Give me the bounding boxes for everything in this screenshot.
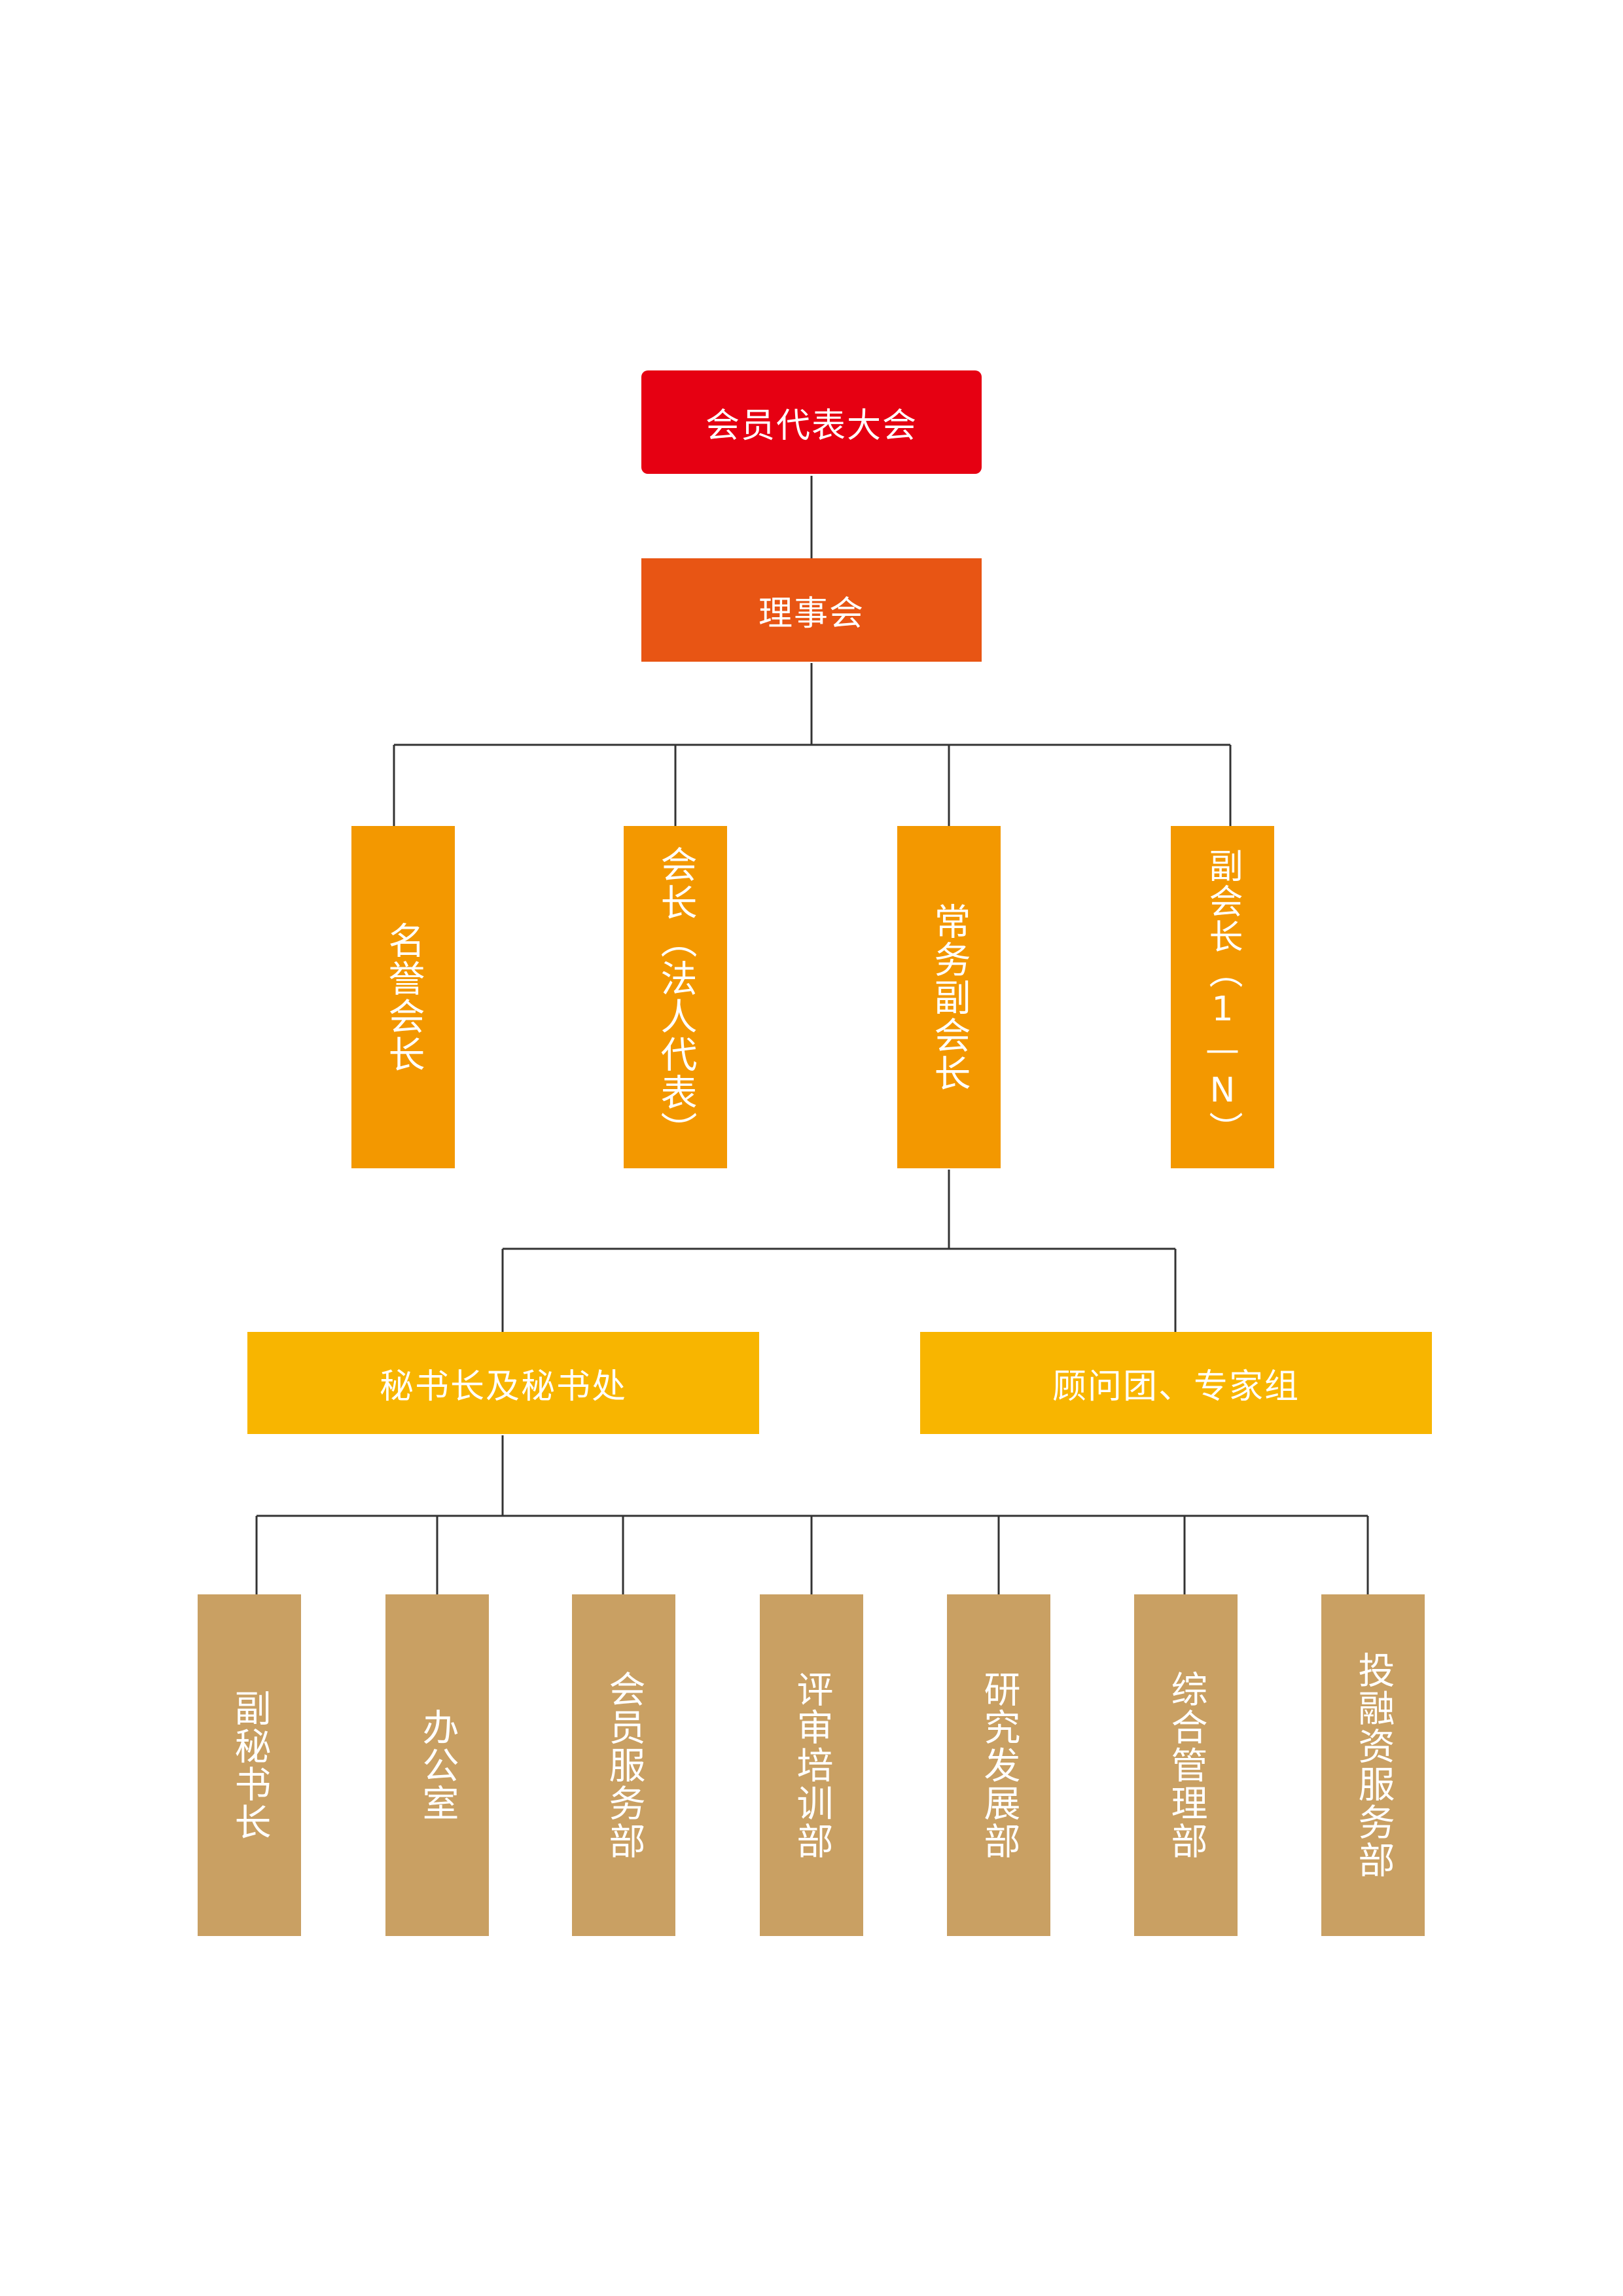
vice-president-box: 副会长（1—N） [1171, 826, 1274, 1168]
council-box: 理事会 [641, 558, 982, 662]
vice-president-label: 副会长（1—N） [1203, 848, 1242, 1147]
general-assembly-box: 会员代表大会 [641, 370, 982, 474]
secretariat-box: 秘书长及秘书处 [247, 1332, 759, 1434]
member-services-box: 会员服务部 [572, 1594, 675, 1936]
deputy-secretary-general-box: 副秘书长 [198, 1594, 301, 1936]
general-management-label: 综合管理部 [1165, 1670, 1207, 1860]
council-label: 理事会 [758, 594, 865, 634]
executive-vice-president-label: 常务副会长 [928, 902, 971, 1092]
review-training-box: 评审培训部 [760, 1594, 863, 1936]
investment-financing-box: 投融资服务部 [1321, 1594, 1425, 1936]
advisory-group-label: 顾问团、专家组 [1052, 1367, 1300, 1407]
honorary-president-box: 名誉会长 [351, 826, 455, 1168]
investment-financing-label: 投融资服务部 [1352, 1651, 1395, 1879]
advisory-group-box: 顾问团、专家组 [920, 1332, 1432, 1434]
secretariat-label: 秘书长及秘书处 [379, 1367, 627, 1407]
review-training-label: 评审培训部 [791, 1670, 833, 1860]
president-label: 会长（法人代表） [654, 845, 697, 1149]
research-development-label: 研究发展部 [978, 1670, 1020, 1860]
member-services-label: 会员服务部 [603, 1670, 645, 1860]
general-assembly-label: 会员代表大会 [705, 406, 918, 446]
deputy-secretary-general-label: 副秘书长 [228, 1689, 271, 1841]
general-office-box: 办公室 [385, 1594, 489, 1936]
general-management-box: 综合管理部 [1134, 1594, 1238, 1936]
research-development-box: 研究发展部 [947, 1594, 1050, 1936]
president-box: 会长（法人代表） [624, 826, 727, 1168]
honorary-president-label: 名誉会长 [382, 921, 425, 1073]
executive-vice-president-box: 常务副会长 [897, 826, 1001, 1168]
general-office-label: 办公室 [416, 1708, 459, 1822]
